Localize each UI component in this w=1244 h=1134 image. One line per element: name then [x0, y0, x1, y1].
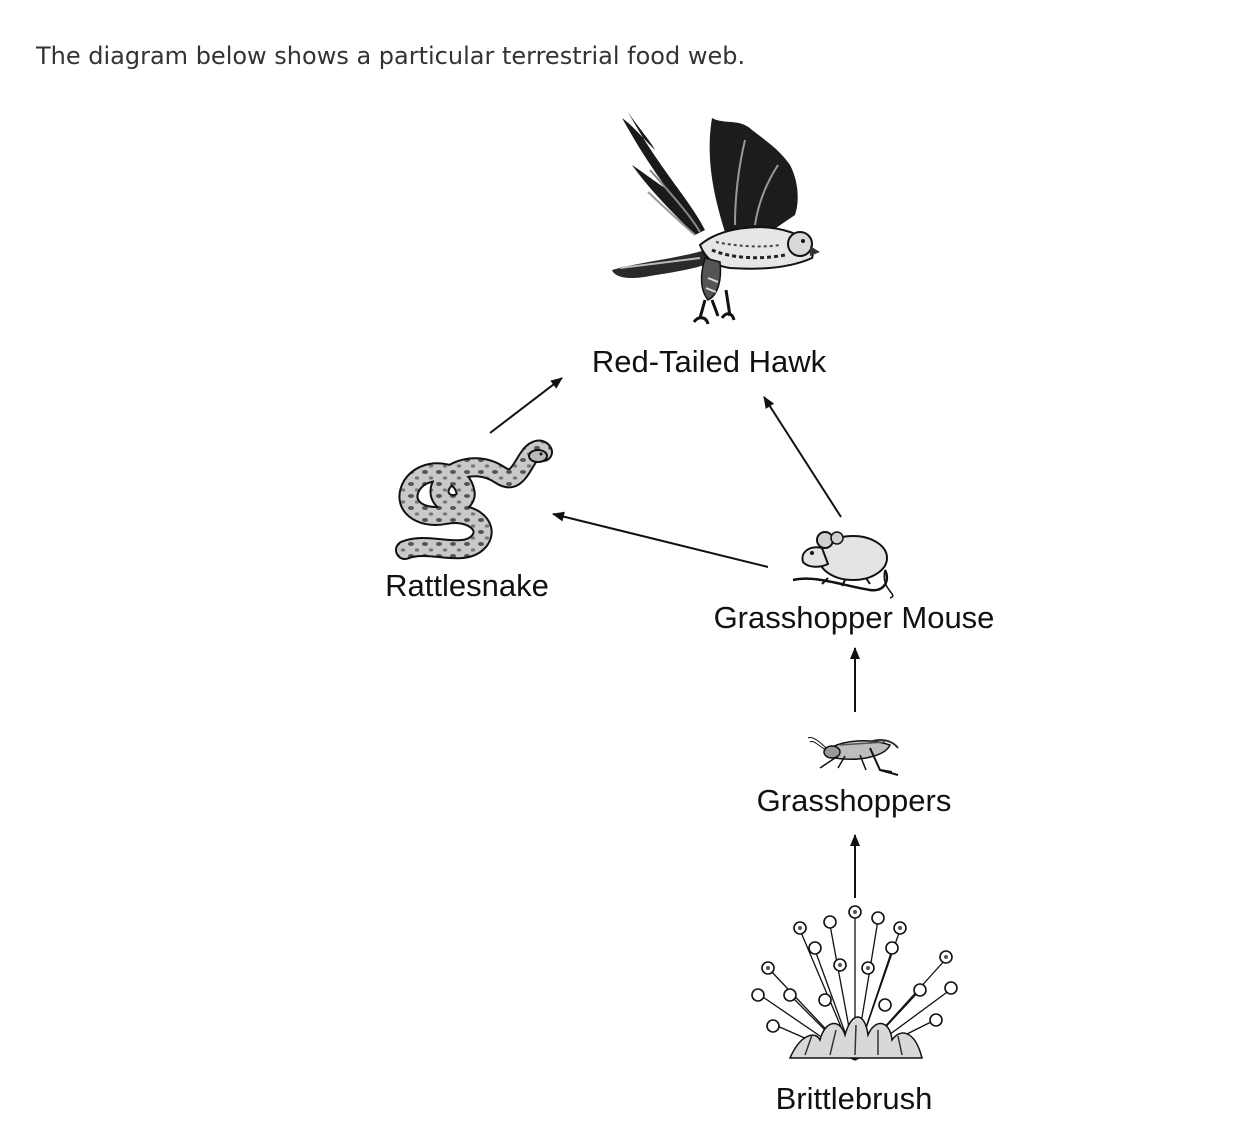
- snake-icon: [395, 439, 553, 560]
- hawk-icon: [612, 112, 820, 325]
- label-grasshopper-mouse: Grasshopper Mouse: [713, 600, 995, 635]
- arrow-mouse-to-snake: [552, 511, 769, 568]
- mouse-icon: [792, 531, 894, 599]
- question-intro: The diagram below shows a particular ter…: [36, 42, 746, 70]
- grasshopper-icon: [807, 737, 899, 776]
- arrow-snake-to-hawk: [489, 377, 563, 434]
- label-rattlesnake: Rattlesnake: [385, 568, 549, 603]
- arrow-mouse-to-hawk: [763, 396, 842, 518]
- label-brittlebrush: Brittlebrush: [775, 1081, 933, 1116]
- label-red-tailed-hawk: Red-Tailed Hawk: [591, 344, 827, 379]
- label-grasshoppers: Grasshoppers: [756, 783, 952, 818]
- brush-icon: [751, 905, 958, 1061]
